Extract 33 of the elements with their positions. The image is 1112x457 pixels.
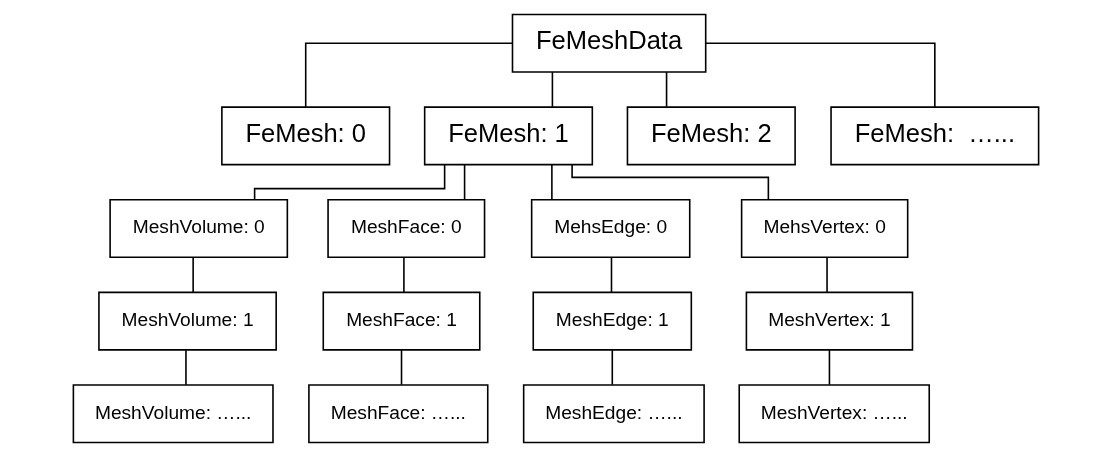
node-box: MeshFace: 0 [327,198,486,259]
connector [463,163,466,201]
node-box: FeMesh: 0 [221,106,391,166]
node-box: MeshVertex: 1 [745,291,914,351]
node-box: MeshFace: …... [308,384,489,444]
node-box: MehsVertex: 0 [740,198,909,259]
connector [253,163,446,201]
connector [551,71,554,108]
node-box: FeMeshData [511,13,707,73]
connector [828,349,831,386]
connector [192,256,194,293]
connector [826,256,828,293]
node-box: FeMesh: 2 [626,106,796,166]
connector [403,256,405,293]
connector [571,163,770,201]
node-box: FeMesh: …... [830,106,1040,166]
node-box: MeshEdge: 1 [532,291,693,351]
node-box: MeshFace: 1 [322,291,481,351]
connector [665,71,668,108]
connector [304,42,514,108]
node-box: MeshVolume: …... [72,384,274,444]
node-box: FeMesh: 1 [423,106,594,166]
connector [611,349,614,386]
connector [705,42,936,108]
connector [610,256,613,293]
node-box: MeshVolume: 0 [109,198,289,259]
node-box: MeshVertex: …... [738,384,931,444]
node-box: MeshVolume: 1 [98,291,277,351]
connector [400,349,403,386]
connector [551,163,553,201]
node-box: MeshEdge: …... [522,384,705,444]
node-box: MehsEdge: 0 [530,198,691,259]
connector [185,349,187,386]
